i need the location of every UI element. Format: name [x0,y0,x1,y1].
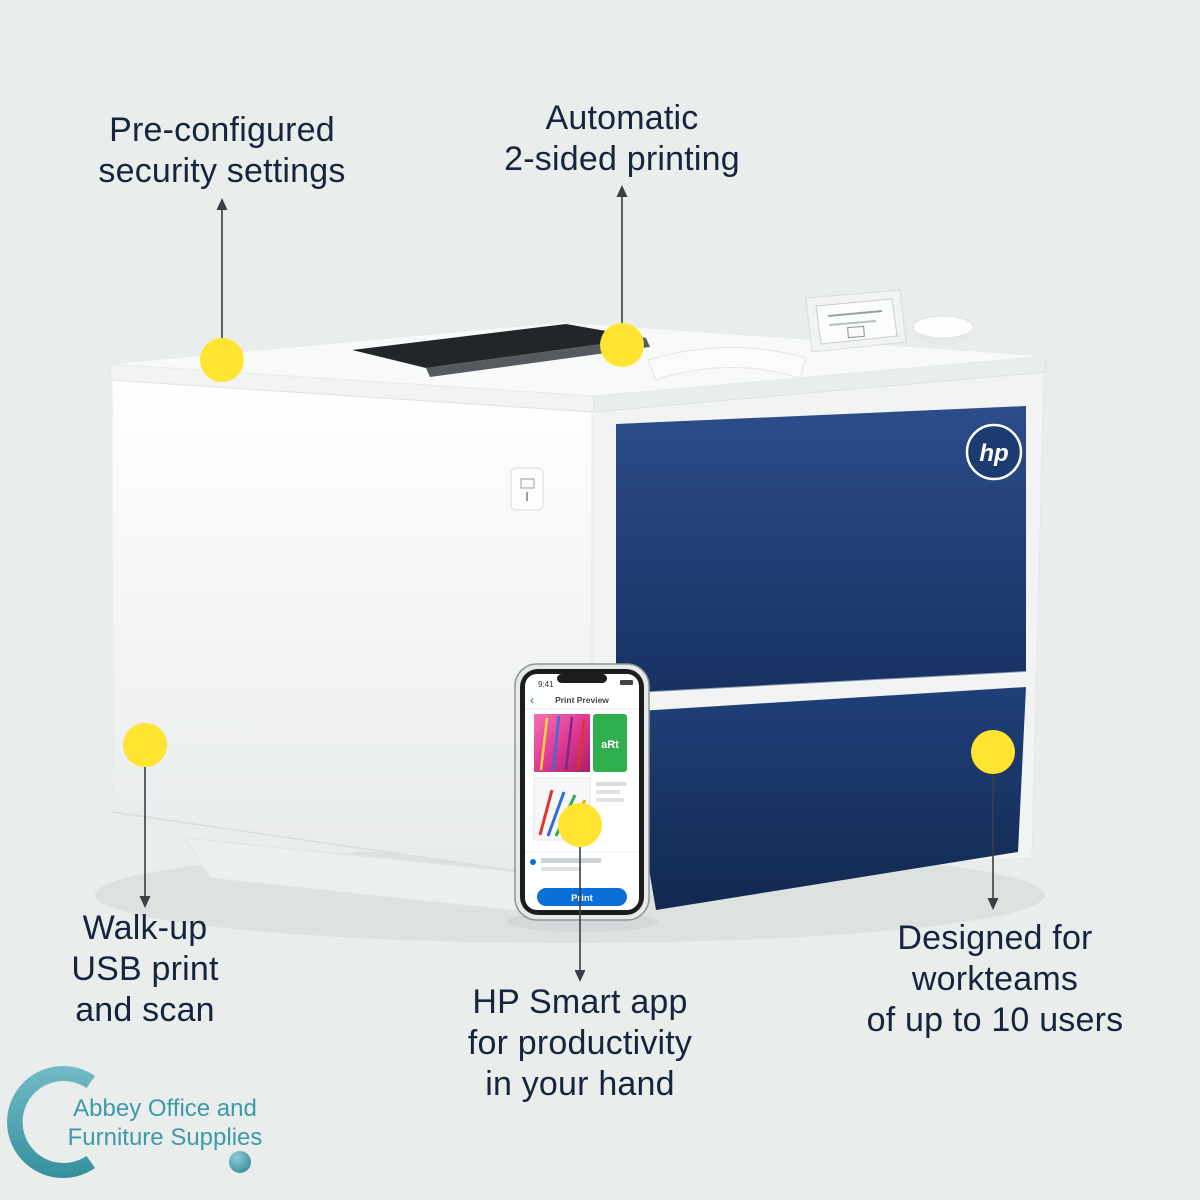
arrow-up-icon [216,198,228,210]
print-preview-title: Print Preview [555,695,609,705]
callout-dot-usb [123,723,167,767]
callout-dot-duplex [600,323,644,367]
vendor-logo-text: Abbey Office and Furniture Supplies [56,1094,274,1152]
callout-line: workteams [911,960,1079,998]
callout-line: in your hand [485,1065,675,1103]
printer-illustration: hp [109,289,1047,917]
print-button: Print [537,888,627,906]
callout-dot-security [200,338,244,382]
callout-line: HP Smart app [472,983,688,1021]
arrow-down-icon [574,970,586,982]
callout-security-label: Pre-configured security settings [22,110,422,192]
callout-line: 2-sided printing [504,140,740,178]
arrow-down-icon [139,896,151,908]
leader-lines [144,195,994,972]
callout-line: USB print [71,950,219,988]
vendor-logo-mark [7,1066,251,1179]
paper-stop [647,346,807,381]
callout-workteams-label: Designed for workteams of up to 10 users [795,918,1195,1041]
printer-front-panel [616,406,1026,694]
control-panel [805,289,907,353]
preview-thumbnail-1 [534,714,590,772]
art-card-label: aRt [601,739,619,751]
control-panel-screen [815,298,898,345]
callout-line: security settings [98,152,346,190]
callout-dot-smart-app [558,803,602,847]
back-chevron-icon: ‹ [530,693,534,707]
logo-ball [229,1151,251,1173]
phone-illustration: 9:41 ‹ Print Preview aRt [506,663,658,932]
leader-arrowheads [139,185,999,982]
callout-line: Pre-configured [109,111,335,149]
vendor-name-line: Abbey Office and [73,1095,257,1122]
phone-status-time: 9:41 [538,680,554,689]
callout-line: Automatic [545,99,699,137]
callout-line: Designed for [897,919,1093,957]
printer-paper-drawer [622,687,1026,910]
callout-line: and scan [75,991,215,1029]
callout-usb-label: Walk-up USB print and scan [0,908,345,1031]
printer-list-row [530,858,601,871]
output-tray [352,324,807,381]
arrow-down-icon [987,898,999,910]
arrow-up-icon [616,185,628,197]
callout-duplex-label: Automatic 2-sided printing [422,98,822,180]
callout-smart-app-label: HP Smart app for productivity in your ha… [380,982,780,1105]
callout-dot-workteams [971,730,1015,774]
hp-logo: hp [965,423,1023,481]
callout-line: of up to 10 users [866,1001,1124,1039]
vendor-name-line: Furniture Supplies [67,1124,263,1151]
hp-logo-text: hp [979,440,1008,467]
phone-notch [557,674,607,683]
callout-line: for productivity [467,1024,693,1062]
callout-line: Walk-up [82,909,208,947]
usb-port-door [510,467,544,511]
battery-icon [620,680,633,685]
logo-crescent [7,1066,95,1179]
control-dial [912,315,974,345]
feature-dots [123,323,1015,847]
print-button-label: Print [571,893,593,904]
art-card: aRt [593,714,627,772]
